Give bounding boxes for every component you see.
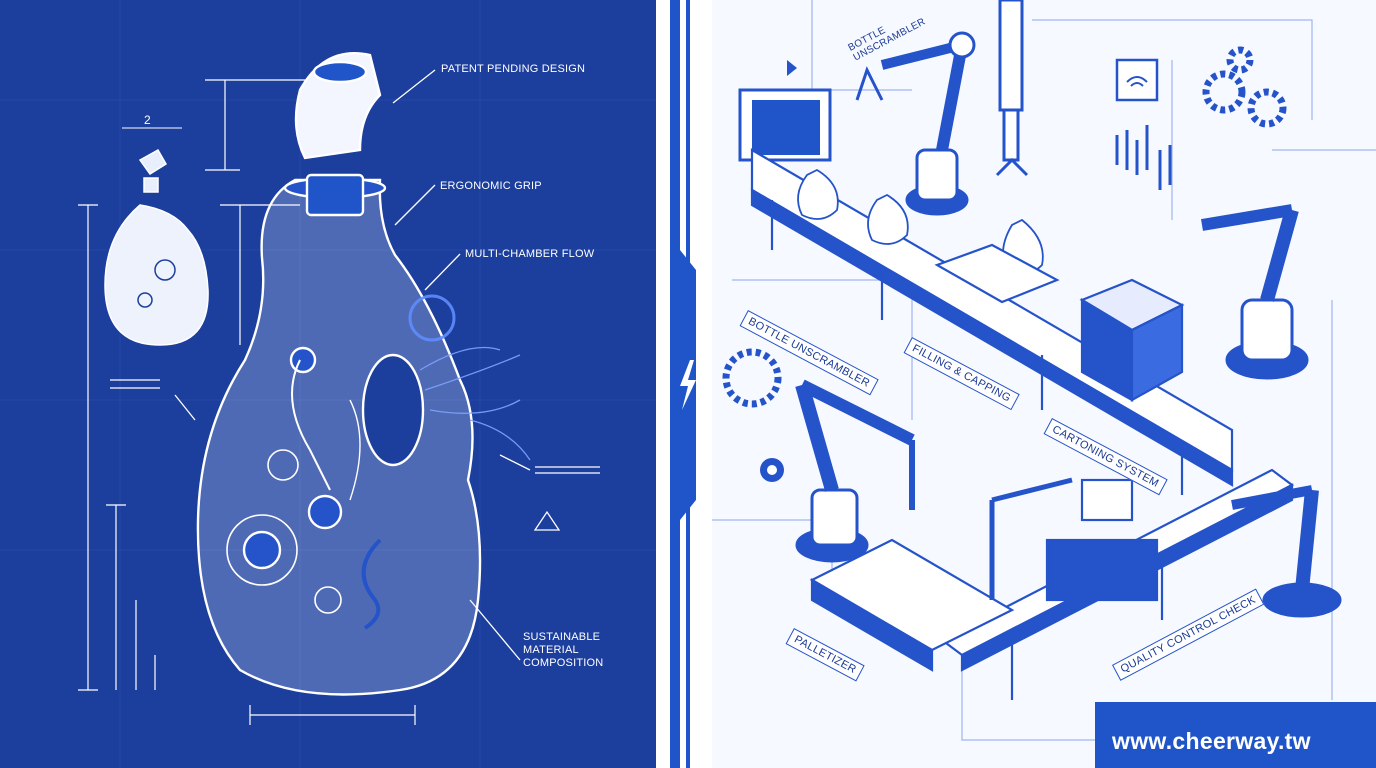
wifi-icon [1115, 58, 1159, 102]
website-banner [1095, 702, 1376, 768]
carton-box [1079, 278, 1185, 402]
callout-ergonomic-grip: ERGONOMIC GRIP [440, 180, 542, 192]
quality-check-station [989, 477, 1159, 602]
bottle-blueprint-drawing: 2 [0, 0, 660, 768]
production-line-panel: BOTTLE UNSCRAMBLER BOTTLE UNSCRAMBLER FI… [712, 0, 1376, 768]
panel-divider [656, 0, 716, 768]
lightning-icon [680, 360, 696, 410]
website-url[interactable]: www.cheerway.tw [1112, 728, 1311, 754]
pallet [809, 538, 1015, 672]
production-line-illustration [712, 0, 1376, 741]
robot-arm-palletizer [795, 379, 915, 563]
callout-multi-chamber-flow: MULTI-CHAMBER FLOW [465, 248, 595, 260]
svg-text:2: 2 [144, 113, 151, 127]
main-bottle [196, 52, 482, 696]
robot-arm-cartoning [1201, 204, 1309, 380]
thumbnail-bottle [104, 148, 209, 346]
callout-patent-pending: PATENT PENDING DESIGN [441, 63, 586, 75]
gear-icon [722, 46, 1287, 408]
filler-nozzle [995, 0, 1029, 177]
robot-arm-quality [1231, 485, 1342, 618]
robot-arm-unscrambler [855, 31, 976, 216]
bottle-blueprint-panel: 2 [0, 0, 660, 768]
callout-sustainable-material: SUSTAINABLE MATERIAL COMPOSITION [523, 631, 604, 669]
